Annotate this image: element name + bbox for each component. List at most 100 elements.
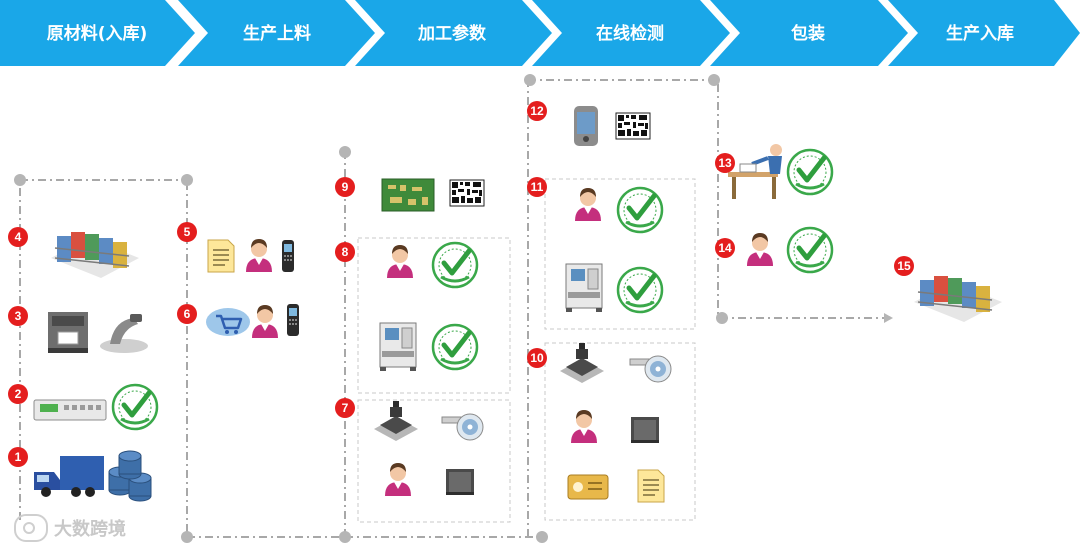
- svg-text:1: 1: [15, 450, 22, 464]
- worker-icon: [385, 463, 411, 496]
- step-12-identify[interactable]: [574, 106, 651, 146]
- step-2-incoming-test[interactable]: [33, 385, 157, 429]
- approved-stamp-icon: [113, 385, 157, 429]
- step-badge-14: 14: [715, 238, 735, 258]
- step-9-board-binding[interactable]: [381, 178, 485, 212]
- warehouse-shelves-icon: [50, 231, 140, 279]
- watermark-logo-icon: [14, 514, 48, 542]
- watermark-text: 大数跨境: [54, 519, 126, 540]
- step-3-labeling[interactable]: [47, 311, 148, 354]
- production-machine-icon: [374, 401, 418, 441]
- circuit-board-icon: [381, 178, 435, 212]
- svg-text:15: 15: [897, 259, 911, 273]
- approved-stamp-icon: [618, 188, 662, 232]
- svg-text:9: 9: [342, 180, 349, 194]
- step-badge-11: 11: [527, 177, 547, 197]
- step-badge-2: 2: [8, 384, 28, 404]
- approved-stamp-icon: [618, 268, 662, 312]
- stage-process-params[interactable]: 加工参数: [355, 0, 552, 66]
- svg-text:12: 12: [530, 104, 544, 118]
- step-13-packing[interactable]: [726, 142, 832, 201]
- stage-raw-material[interactable]: 原材料(入库): [0, 0, 195, 66]
- svg-text:4: 4: [15, 230, 22, 244]
- step-badge-1: 1: [8, 447, 28, 467]
- step-badge-8: 8: [335, 242, 355, 262]
- barcode-scanner-icon: [100, 314, 148, 353]
- svg-text:3: 3: [15, 309, 22, 323]
- svg-text:2: 2: [15, 387, 22, 401]
- stage-warehouse-in[interactable]: 生产入库: [888, 0, 1080, 66]
- step-badge-7: 7: [335, 398, 355, 418]
- step-badge-9: 9: [335, 177, 355, 197]
- production-machine-icon: [379, 322, 417, 372]
- step-6-feeding[interactable]: [204, 304, 299, 338]
- stage-production-feeding[interactable]: 生产上料: [178, 0, 375, 66]
- shopping-cart-icon: [204, 306, 252, 338]
- step-4-storage[interactable]: [50, 231, 140, 279]
- stage-label: 在线检测: [596, 23, 664, 44]
- step-14-pack-check[interactable]: [747, 228, 832, 272]
- step-badge-12: 12: [527, 101, 547, 121]
- production-machine-icon: [565, 263, 603, 313]
- stage-label: 生产入库: [946, 23, 1014, 44]
- step-badge-13: 13: [715, 153, 735, 173]
- svg-text:8: 8: [342, 245, 349, 259]
- chip-icon: [446, 469, 474, 495]
- svg-text:14: 14: [718, 241, 732, 255]
- svg-text:5: 5: [184, 225, 191, 239]
- step-10-rework[interactable]: [560, 343, 672, 503]
- handheld-terminal-icon: [282, 240, 294, 272]
- svg-text:7: 7: [342, 401, 349, 415]
- stage-packaging[interactable]: 包装: [710, 0, 908, 66]
- worker-icon: [575, 188, 601, 221]
- label-printer-icon: [47, 311, 89, 354]
- watermark: 大数跨境: [14, 514, 126, 542]
- approved-stamp-icon: [433, 243, 477, 287]
- step-badges: 1 2 3 4 5 6 7 8 9 10 11 12 13 14 15: [8, 101, 914, 467]
- mobile-phone-icon: [574, 106, 598, 146]
- stage-label: 原材料(入库): [47, 23, 148, 44]
- barrels-icon: [108, 450, 152, 502]
- document-icon: [637, 469, 665, 503]
- step-7-material-verify[interactable]: [374, 401, 484, 496]
- worker-icon: [387, 245, 413, 278]
- connector-nodes: [14, 74, 893, 543]
- stage-banner: 原材料(入库) 生产上料 加工参数 在线检测 包装 生产入库: [0, 0, 1080, 66]
- step-5-material-request[interactable]: [207, 239, 294, 273]
- approved-stamp-icon: [788, 150, 832, 194]
- step-badge-6: 6: [177, 304, 197, 324]
- 2d-barcode-icon: [449, 179, 485, 207]
- step-15-warehousing[interactable]: [913, 275, 1003, 323]
- packing-worker-icon: [726, 142, 784, 201]
- step-badge-10: 10: [527, 348, 547, 368]
- id-card-icon: [567, 474, 609, 500]
- 2d-barcode-icon: [615, 112, 651, 140]
- svg-text:13: 13: [718, 156, 732, 170]
- approved-stamp-icon: [788, 228, 832, 272]
- stage-label: 生产上料: [243, 23, 311, 44]
- approved-stamp-icon: [433, 325, 477, 369]
- production-machine-icon: [560, 343, 604, 383]
- warehouse-shelves-icon: [913, 275, 1003, 323]
- worker-icon: [571, 410, 597, 443]
- component-reel-icon: [441, 413, 484, 441]
- step-11-inspection[interactable]: [565, 188, 662, 313]
- component-reel-icon: [629, 355, 672, 383]
- step-8-process-check[interactable]: [379, 243, 477, 372]
- test-instrument-icon: [33, 399, 107, 421]
- svg-text:10: 10: [530, 351, 544, 365]
- document-icon: [207, 239, 235, 273]
- svg-text:11: 11: [531, 180, 544, 194]
- svg-text:6: 6: [184, 307, 191, 321]
- step-1-receiving[interactable]: [34, 450, 152, 502]
- stage-online-inspection[interactable]: 在线检测: [532, 0, 730, 66]
- flow-connectors: [19, 79, 884, 538]
- step-badge-5: 5: [177, 222, 197, 242]
- step-badge-15: 15: [894, 256, 914, 276]
- worker-icon: [252, 305, 278, 338]
- step-badge-4: 4: [8, 227, 28, 247]
- step-badge-3: 3: [8, 306, 28, 326]
- worker-icon: [747, 233, 773, 266]
- chip-icon: [631, 417, 659, 443]
